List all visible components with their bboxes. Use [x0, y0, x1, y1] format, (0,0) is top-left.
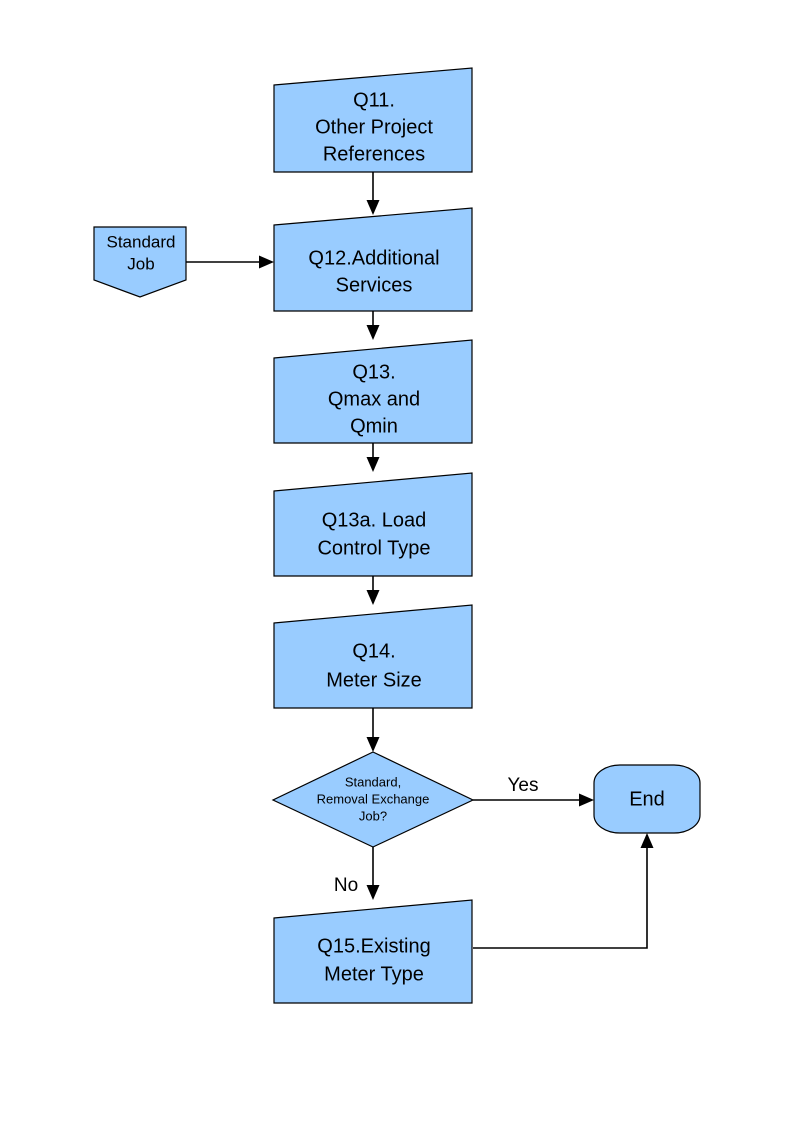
arrowhead-icon: [366, 325, 380, 340]
node-q14-shape[interactable]: [273, 604, 473, 709]
node-decision[interactable]: Standard, Removal Exchange Job?: [271, 751, 475, 848]
node-q11-label-line2: Other Project: [315, 116, 433, 138]
edge-standardjob-to-q12: [186, 255, 274, 269]
node-q14-label-line1: Q14.: [352, 640, 395, 662]
node-standard-job-label-line2: Job: [127, 254, 154, 273]
edge-q13-to-q13a: [366, 443, 380, 472]
node-decision-label-line3: Job?: [359, 808, 387, 823]
edge-q11-to-q12: [366, 172, 380, 215]
node-q11-label-line3: References: [323, 143, 425, 165]
edge-line: [473, 845, 648, 949]
arrowhead-icon: [259, 255, 274, 269]
edge-q13a-to-q14: [366, 576, 380, 605]
node-q12-label-line2: Services: [336, 274, 413, 296]
arrowhead-icon: [366, 737, 380, 752]
edge-decision-to-end-yes: Yes: [473, 775, 594, 807]
node-q13a-shape[interactable]: [273, 472, 473, 577]
node-q12-label-line1: Q12.Additional: [308, 247, 439, 269]
arrowhead-icon: [366, 200, 380, 215]
edge-q14-to-decision: [366, 708, 380, 752]
node-q13-shape[interactable]: [273, 339, 473, 444]
node-q13a-label-line2: Control Type: [317, 537, 430, 559]
node-q13[interactable]: Q13. Qmax and Qmin: [273, 339, 473, 444]
node-q14[interactable]: Q14. Meter Size: [273, 604, 473, 709]
node-q11-label-line1: Q11.: [353, 89, 395, 111]
node-q13-label-line3: Qmin: [350, 415, 398, 437]
node-q14-label-line2: Meter Size: [326, 669, 422, 691]
node-end[interactable]: End: [593, 764, 701, 834]
node-q12[interactable]: Q12.Additional Services: [273, 207, 473, 312]
edge-label-no: No: [334, 875, 358, 896]
arrowhead-icon: [366, 885, 380, 900]
node-layer: Q11. Other Project References Standard J…: [93, 67, 701, 1004]
arrowhead-icon: [366, 590, 380, 605]
node-q13-label-line2: Qmax and: [328, 388, 420, 410]
edge-q12-to-q13: [366, 311, 380, 340]
node-standard-job-shape[interactable]: [93, 226, 187, 298]
node-decision-label-line1: Standard,: [345, 774, 401, 789]
node-q15[interactable]: Q15.Existing Meter Type: [273, 899, 473, 1004]
edge-decision-to-q15-no: No: [334, 847, 380, 900]
node-end-shape[interactable]: [593, 764, 701, 834]
node-q13-label-line1: Q13.: [352, 361, 395, 383]
node-q11[interactable]: Q11. Other Project References: [273, 67, 473, 173]
node-standard-job-label-line1: Standard: [107, 232, 176, 251]
connector-layer: Yes No: [186, 172, 654, 949]
node-decision-label-line2: Removal Exchange: [317, 791, 430, 806]
edge-q15-to-end: [473, 833, 654, 949]
node-decision-shape[interactable]: [271, 751, 475, 848]
node-q15-label-line1: Q15.Existing: [317, 935, 430, 957]
node-end-label: End: [629, 788, 665, 810]
node-q11-shape[interactable]: [273, 67, 473, 173]
arrowhead-icon: [579, 793, 594, 807]
edge-label-yes: Yes: [508, 775, 539, 796]
arrowhead-icon: [640, 833, 654, 848]
node-q15-label-line2: Meter Type: [324, 963, 424, 985]
node-q12-shape[interactable]: [273, 207, 473, 312]
node-q13a-label-line1: Q13a. Load: [322, 509, 427, 531]
node-standard-job[interactable]: Standard Job: [93, 226, 187, 298]
node-q15-shape[interactable]: [273, 899, 473, 1004]
node-q13a[interactable]: Q13a. Load Control Type: [273, 472, 473, 577]
arrowhead-icon: [366, 457, 380, 472]
